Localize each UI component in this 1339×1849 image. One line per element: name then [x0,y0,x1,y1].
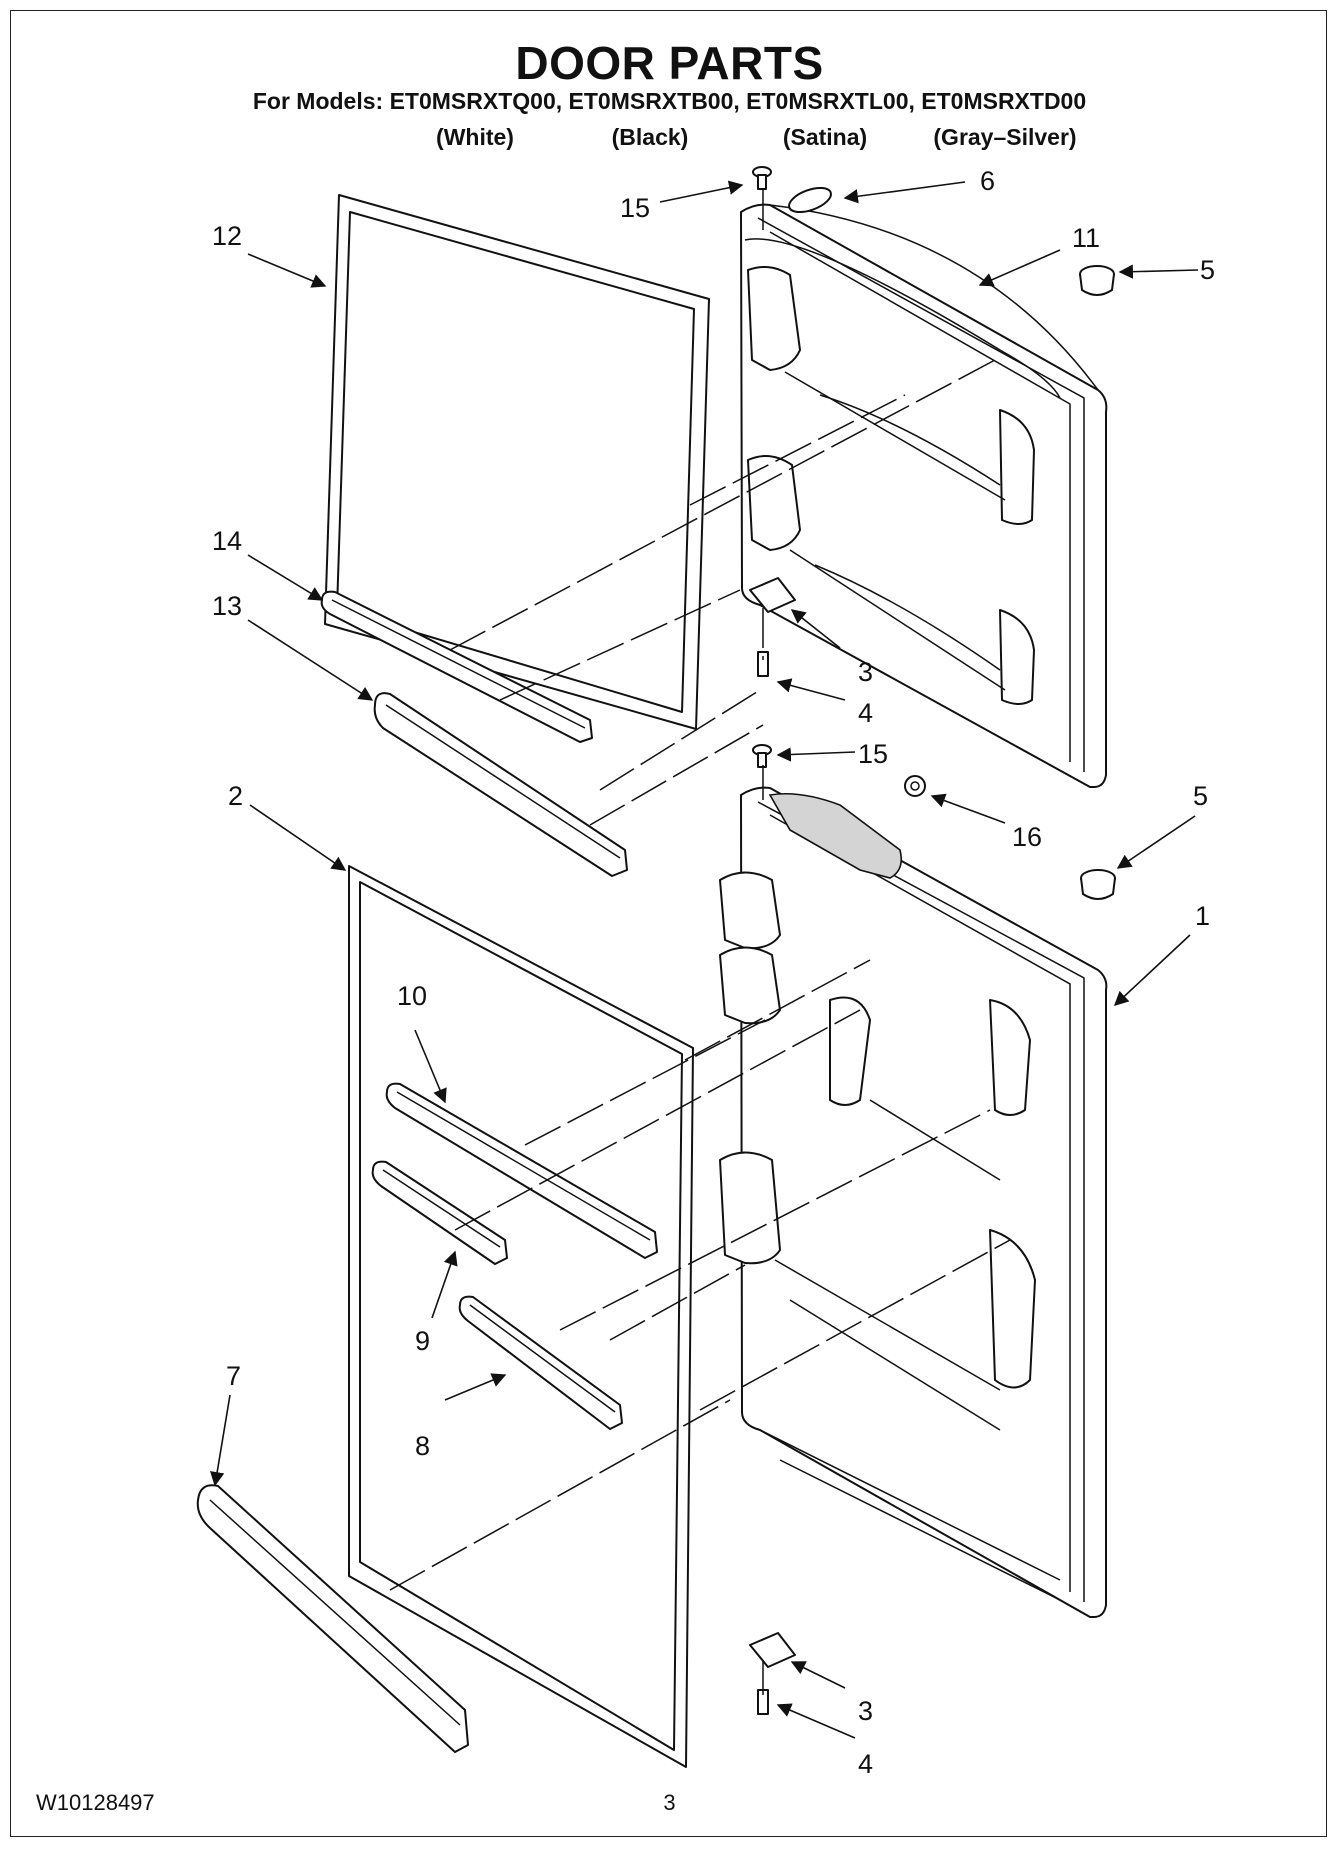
callout-10: 10 [397,981,427,1011]
part-6-washer [788,186,832,214]
callout-15-bottom: 15 [858,739,888,769]
leader-arrows [210,180,1199,1739]
part-9-shelf [371,1160,508,1265]
callout-5-bottom: 5 [1193,781,1208,811]
callout-3-top: 3 [858,657,873,687]
part-8-shelf [458,1295,623,1430]
callout-3-bottom: 3 [858,1696,873,1726]
models-line: For Models: ET0MSRXTQ00, ET0MSRXTB00, ET… [252,88,1087,114]
part-4-screw-top [757,651,769,677]
part-1-fresh-food-door [719,786,1108,1618]
callout-4-bottom: 4 [858,1749,873,1779]
callout-7: 7 [226,1361,241,1391]
part-3-hinge-bottom [749,1632,796,1668]
document-number: W10128497 [36,1790,155,1815]
part-16-clip [904,775,926,797]
page-frame [10,10,1327,1837]
callout-13: 13 [212,591,242,621]
page-number: 3 [663,1790,676,1815]
callout-2: 2 [228,781,243,811]
assembly-lines [389,190,1011,1695]
part-5-cap-bottom [1080,869,1116,900]
callout-16: 16 [1012,822,1042,852]
part-15-screw-bottom [752,744,772,768]
callout-5-top: 5 [1200,255,1215,285]
part-14-shelf [320,590,593,743]
variant-white: (White) [436,124,514,150]
variant-satina: (Satina) [782,124,868,150]
callout-11: 11 [1072,223,1100,253]
variant-black: (Black) [611,124,689,150]
callout-9: 9 [415,1326,430,1356]
part-10-shelf [385,1082,658,1259]
callout-12: 12 [212,221,242,251]
callout-14: 14 [212,526,242,556]
callout-15-top: 15 [620,193,650,223]
part-11-freezer-door [740,203,1108,788]
page-title: DOOR PARTS [515,37,824,89]
part-15-screw-top [752,166,772,190]
callout-6: 6 [980,166,995,196]
part-7-shelf [196,1484,469,1753]
part-5-cap-top [1079,265,1115,296]
callout-1: 1 [1195,901,1210,931]
variant-gray-silver: (Gray–Silver) [933,124,1077,150]
part-3-hinge-top [749,577,796,613]
part-13-shelf [373,692,628,877]
part-12-freezer-gasket [324,194,710,730]
callout-8: 8 [415,1431,430,1461]
callout-4-top: 4 [858,698,873,728]
